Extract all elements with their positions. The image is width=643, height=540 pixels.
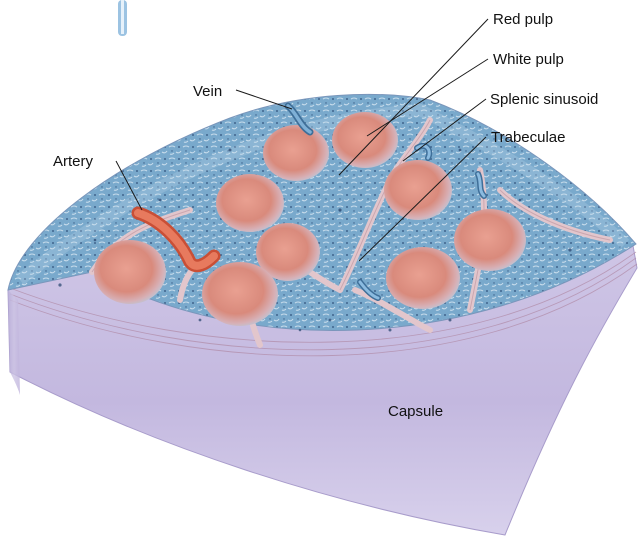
nodule: [386, 247, 460, 309]
nodule: [263, 125, 329, 181]
top-vessel-fragment: [118, 0, 127, 36]
label-red-pulp: Red pulp: [493, 11, 553, 28]
nodule: [94, 240, 166, 304]
nodule: [202, 262, 278, 326]
leader-vein: [236, 90, 292, 109]
nodule: [454, 209, 526, 271]
nodule: [332, 112, 398, 168]
nodule: [384, 160, 452, 220]
label-artery: Artery: [53, 153, 94, 170]
label-vein: Vein: [193, 83, 222, 100]
label-white-pulp: White pulp: [493, 51, 564, 68]
label-trabeculae: Trabeculae: [491, 129, 566, 146]
nodule: [216, 174, 284, 232]
label-splenic-sinusoid: Splenic sinusoid: [490, 91, 598, 108]
label-capsule: Capsule: [388, 403, 443, 420]
